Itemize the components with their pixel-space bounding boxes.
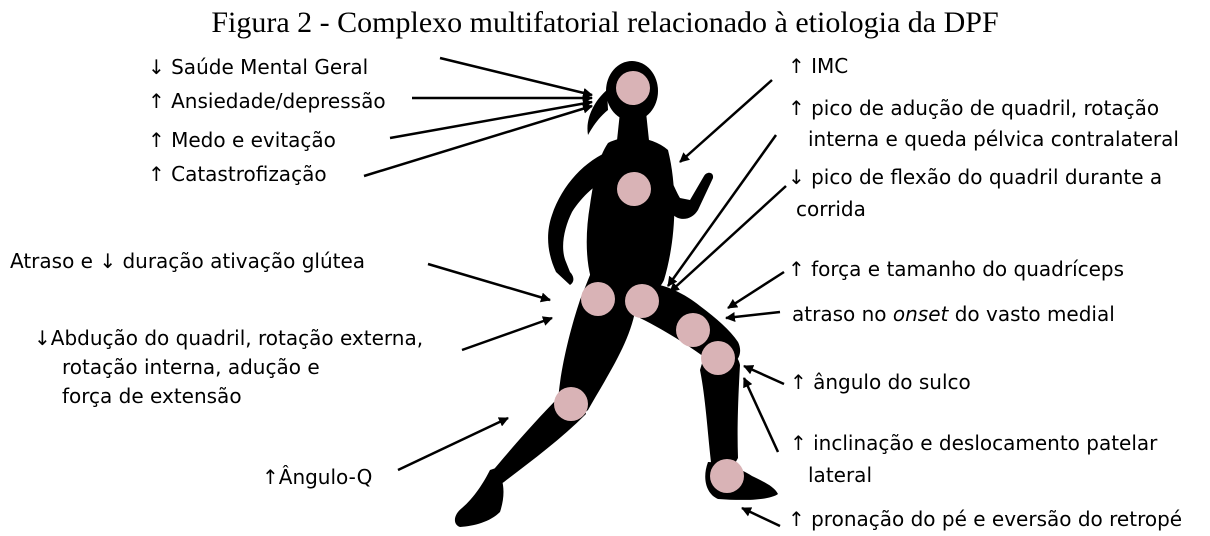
arrows	[363, 56, 787, 528]
marker-head	[616, 71, 650, 105]
arrow-quadriceps	[727, 270, 785, 310]
arrow-catastrofizacao	[363, 103, 593, 178]
label-abducao-line1: ↓Abdução do quadril, rotação externa,	[34, 326, 424, 350]
label-forca-quadriceps: ↑ força e tamanho do quadríceps	[788, 257, 1125, 281]
arrow-ativacao-glutea	[427, 262, 551, 303]
arrow-angulo-q	[397, 416, 509, 472]
label-imc: ↑ IMC	[788, 54, 849, 78]
label-angulo-q: ↑Ângulo-Q	[262, 465, 373, 489]
label-pronacao: ↑ pronação do pé e eversão do retropé	[788, 507, 1183, 531]
arrow-inclinacao	[742, 377, 780, 453]
marker-hip-right	[625, 284, 659, 318]
label-abducao-line3: força de extensão	[62, 384, 242, 408]
label-flexao-line2: corrida	[796, 197, 866, 221]
label-aducao-line2: interna e queda pélvica contralateral	[808, 127, 1179, 151]
arrow-vasto	[725, 310, 781, 322]
label-abducao-line2: rotação interna, adução e	[62, 355, 320, 379]
label-inclinacao-line1: ↑ inclinação e deslocamento patelar	[790, 431, 1158, 455]
arrow-flexao	[669, 185, 787, 293]
marker-ankle	[710, 459, 744, 493]
label-catastrofizacao: ↑ Catastrofização	[148, 162, 327, 186]
arrow-imc	[679, 79, 773, 163]
arrow-medo	[389, 98, 593, 140]
arrow-aducao	[666, 134, 778, 287]
marker-knee-back	[554, 387, 588, 421]
marker-hip-left	[581, 282, 615, 316]
label-aducao-line1: ↑ pico de adução de quadril, rotação	[788, 96, 1160, 120]
figure-title: Figura 2 - Complexo multifatorial relaci…	[211, 6, 999, 39]
label-saude-mental: ↓ Saúde Mental Geral	[148, 55, 369, 79]
label-vasto-onset: onset	[892, 302, 949, 326]
marker-knee-front	[701, 341, 735, 375]
label-vasto-medial: atraso no onset do vasto medial	[792, 301, 1115, 328]
label-vasto-post: do vasto medial	[948, 302, 1115, 326]
label-angulo-sulco: ↑ ângulo do sulco	[790, 370, 971, 394]
label-medo: ↑ Medo e evitação	[148, 128, 336, 152]
runner-silhouette	[454, 61, 778, 527]
label-vasto-pre: atraso no	[792, 302, 893, 326]
arrow-pronacao	[741, 506, 781, 528]
marker-thigh	[676, 313, 710, 347]
label-flexao-line1: ↓ pico de flexão do quadril durante a	[788, 165, 1163, 189]
joint-markers	[554, 71, 744, 493]
arrow-saude-mental	[439, 56, 593, 98]
label-ansiedade: ↑ Ansiedade/depressão	[148, 89, 386, 113]
marker-torso	[617, 172, 651, 206]
arrow-sulco	[743, 364, 785, 386]
label-inclinacao-line2: lateral	[808, 463, 872, 487]
arrow-abducao	[461, 316, 553, 352]
label-ativacao-glutea: Atraso e ↓ duração ativação glútea	[10, 249, 366, 273]
